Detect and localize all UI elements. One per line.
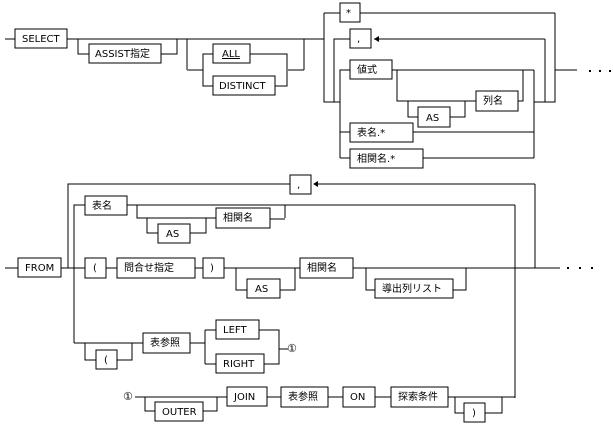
on-keyword: ON (342, 386, 376, 408)
svg-text:表参照: 表参照 (150, 336, 180, 349)
svg-text:,: , (357, 34, 360, 45)
open-paren: ( (84, 257, 107, 279)
from-as-1: AS (157, 223, 191, 244)
svg-text:JOIN: JOIN (233, 392, 255, 403)
svg-text:OUTER: OUTER (162, 407, 197, 418)
svg-text:相関名: 相関名 (307, 261, 337, 274)
svg-text:DISTINCT: DISTINCT (219, 81, 267, 92)
svg-text:値式: 値式 (357, 63, 377, 76)
open-paren-2: ( (95, 349, 118, 370)
connector-mark-in: ① (123, 390, 133, 403)
svg-text:LEFT: LEFT (223, 325, 247, 336)
svg-text:相関名: 相関名 (223, 211, 253, 224)
select-lines (5, 12, 577, 159)
select-keyword: SELECT (14, 28, 68, 49)
table-reference-1: 表参照 (142, 332, 191, 354)
svg-text:導出列リスト: 導出列リスト (382, 282, 442, 295)
svg-text:(: ( (104, 355, 108, 366)
svg-text:ON: ON (350, 392, 365, 403)
svg-text:表名: 表名 (92, 199, 112, 212)
close-paren-2: ) (463, 402, 486, 423)
close-paren: ) (202, 257, 225, 279)
svg-text:SELECT: SELECT (22, 34, 61, 45)
value-expression: 値式 (349, 59, 393, 80)
query-specification: 問合せ指定 (116, 257, 196, 279)
search-condition: 探索条件 (390, 386, 449, 408)
svg-text:FROM: FROM (25, 263, 54, 274)
from-continuation (567, 267, 593, 269)
svg-text:ASSIST指定: ASSIST指定 (95, 47, 150, 60)
svg-text:): ) (472, 408, 476, 419)
svg-text:,: , (297, 180, 300, 191)
svg-text:AS: AS (426, 113, 439, 124)
table-star: 表名.* (349, 122, 414, 143)
svg-text:表名.*: 表名.* (357, 126, 385, 139)
from-comma: , (289, 174, 312, 195)
svg-text:探索条件: 探索条件 (398, 390, 438, 403)
derived-column-list: 導出列リスト (374, 278, 454, 299)
correlation-star: 相関名.* (349, 148, 424, 169)
column-name: 列名 (475, 90, 519, 112)
correlation-name-2: 相関名 (299, 257, 354, 279)
svg-text:*: * (346, 8, 351, 19)
outer-option: OUTER (154, 401, 204, 422)
all-option: ALL (212, 43, 251, 64)
connector-mark-out: ① (287, 342, 297, 355)
from-lines (5, 181, 560, 414)
svg-text:RIGHT: RIGHT (223, 359, 255, 370)
select-as: AS (417, 106, 451, 128)
svg-text:相関名.*: 相関名.* (357, 152, 395, 165)
svg-text:問合せ指定: 問合せ指定 (124, 261, 174, 274)
star-option: * (339, 2, 361, 23)
correlation-name-1: 相関名 (215, 207, 271, 229)
from-as-2: AS (246, 278, 281, 299)
svg-text:): ) (210, 263, 214, 274)
table-name: 表名 (84, 195, 128, 216)
svg-text:AS: AS (166, 229, 179, 240)
svg-text:ALL: ALL (222, 49, 240, 60)
svg-text:(: ( (93, 263, 97, 274)
table-reference-2: 表参照 (280, 386, 329, 408)
svg-text:列名: 列名 (483, 94, 503, 107)
distinct-option: DISTINCT (212, 75, 276, 96)
from-keyword: FROM (17, 257, 62, 278)
svg-text:表参照: 表参照 (288, 390, 318, 403)
svg-text:AS: AS (255, 284, 268, 295)
left-option: LEFT (215, 319, 260, 340)
select-comma: , (349, 28, 372, 49)
right-option: RIGHT (215, 353, 265, 374)
assist-spec: ASSIST指定 (88, 43, 162, 64)
select-continuation (589, 70, 611, 72)
join-keyword: JOIN (226, 386, 268, 407)
